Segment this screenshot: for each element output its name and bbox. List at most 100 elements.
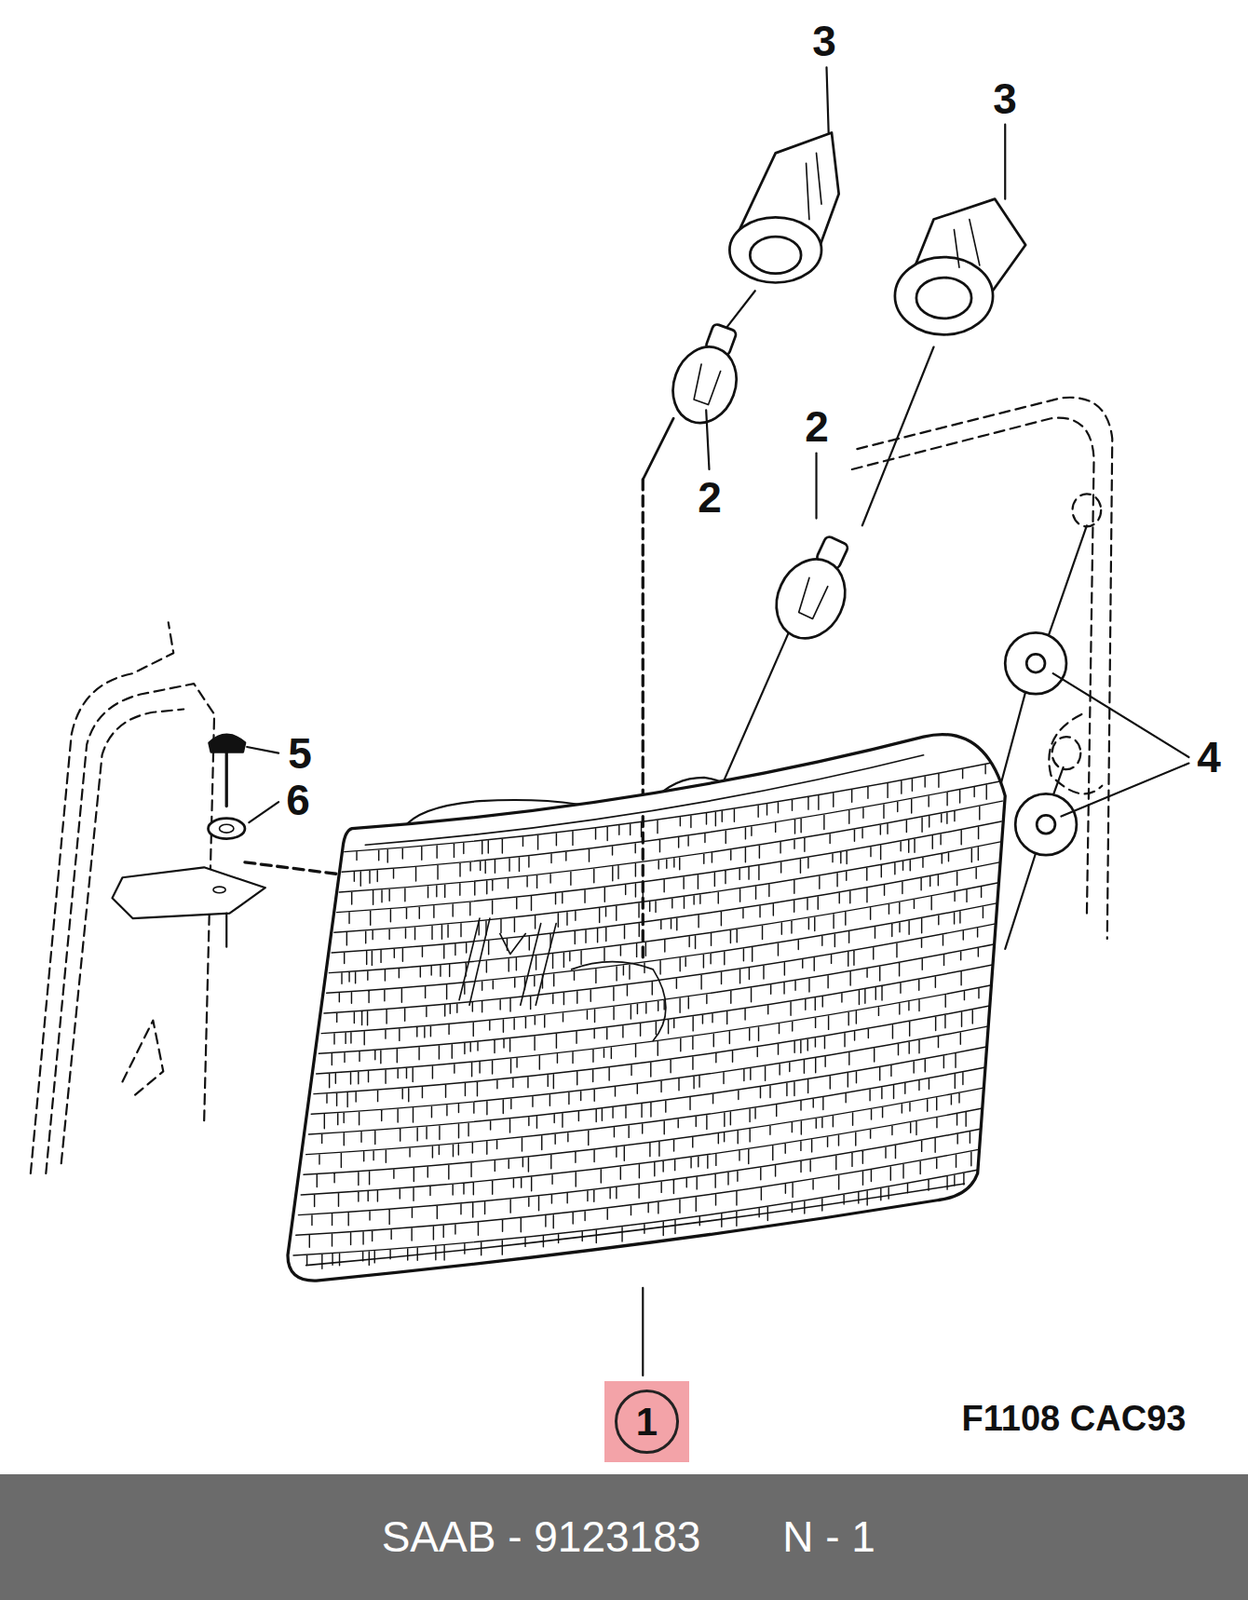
lens-tick: [596, 1230, 597, 1243]
lens-tick: [710, 933, 712, 946]
lens-tick: [700, 975, 702, 990]
lens-tick: [977, 989, 979, 999]
lens-tick: [436, 865, 438, 880]
lens-tick: [688, 936, 690, 948]
lens-tick: [593, 1089, 595, 1101]
lens-tick: [553, 974, 555, 987]
lens-tick: [664, 1121, 665, 1135]
lens-tick: [383, 990, 385, 1002]
lens-tick: [670, 919, 672, 929]
lens-tick: [691, 1057, 693, 1070]
lens-tick: [337, 1113, 339, 1126]
lens-tick: [705, 813, 707, 826]
lens-tick: [769, 1125, 771, 1135]
lens-tick: [686, 1178, 688, 1187]
lens-tick: [793, 1082, 795, 1097]
lens-tick: [521, 1138, 523, 1152]
lens-tick: [472, 1142, 474, 1154]
lens-tick: [965, 890, 967, 903]
lens-tick: [321, 1254, 323, 1269]
lens-tick: [489, 1121, 491, 1130]
lens-tick: [404, 1008, 406, 1021]
lens-tick: [849, 891, 851, 904]
lens-tick: [544, 1216, 546, 1227]
lens-tick: [838, 1175, 840, 1190]
lens-tick: [362, 1232, 364, 1245]
lens-tick: [384, 970, 386, 981]
lens-tick: [358, 1052, 360, 1062]
part-number-text: SAAB - 9123183: [381, 1515, 702, 1559]
lens-tick: [494, 860, 496, 874]
lens-tick: [864, 990, 866, 1004]
lens-tick: [430, 1026, 432, 1037]
lens-tick: [909, 1123, 911, 1134]
lens-tick: [964, 1112, 966, 1127]
lens-tick: [527, 1077, 529, 1088]
lens-tick: [578, 1112, 580, 1122]
lens-tick: [342, 1112, 344, 1123]
lens-tick: [830, 954, 832, 964]
lens-tick: [610, 1047, 612, 1059]
lens-tick: [769, 1085, 771, 1099]
lens-tick: [706, 1155, 708, 1169]
lens-tick: [718, 892, 719, 904]
lens-tick: [343, 1133, 345, 1146]
lens-tick: [429, 1186, 431, 1195]
lens-tick: [449, 1004, 451, 1015]
lens-rib: [308, 1045, 991, 1135]
lens-tick: [813, 917, 815, 931]
lens-tick: [780, 862, 782, 873]
lens-tick: [766, 804, 768, 815]
lens-tick: [638, 923, 640, 937]
lens-tick: [451, 1044, 453, 1059]
lens-tick: [779, 842, 781, 854]
lens-tick: [328, 1073, 330, 1088]
callout-number: 5: [287, 732, 312, 775]
callout-number: 3: [812, 19, 837, 63]
lens-tick: [950, 1095, 952, 1105]
lens-tick: [724, 870, 726, 883]
lens-tick: [898, 902, 900, 914]
lens-tick: [822, 1097, 824, 1110]
lens-tick: [875, 988, 877, 1001]
lens-tick: [586, 1191, 588, 1202]
lens-tick: [788, 1062, 790, 1072]
lens-tick: [486, 1101, 488, 1115]
lens-tick: [593, 1030, 595, 1039]
lens-tick: [321, 1134, 323, 1143]
lens-tick: [628, 964, 630, 979]
lens-tick: [742, 908, 744, 919]
lens-tick: [729, 1031, 731, 1045]
lens-tick: [960, 972, 962, 986]
lens-tick: [419, 907, 421, 919]
lens-tick: [818, 876, 820, 889]
lens-tick: [807, 797, 809, 810]
lens-tick: [821, 936, 823, 946]
lens-tick: [730, 1112, 732, 1126]
lens-tick: [339, 1253, 340, 1266]
lens-tick: [954, 1054, 956, 1069]
lens-tick: [325, 1094, 327, 1103]
lens-tick: [557, 1234, 559, 1244]
lens-tick: [501, 1220, 503, 1232]
lens-rib: [300, 1107, 989, 1195]
lens-tick: [520, 1218, 522, 1232]
lens-tick: [336, 1093, 338, 1106]
lens-tick: [673, 1180, 675, 1194]
lens-rib: [293, 1168, 986, 1256]
lens-tick: [698, 1076, 700, 1088]
lens-tick: [854, 1132, 856, 1146]
lens-tick: [679, 817, 681, 827]
lens-tick: [886, 783, 888, 798]
lens-tick: [608, 1068, 610, 1081]
lens-tick: [595, 828, 597, 840]
lens-tick: [645, 1003, 647, 1014]
lens-tick: [452, 904, 454, 917]
lens-tick: [847, 951, 849, 966]
lens-tick: [695, 1197, 697, 1212]
lens-tick: [524, 1237, 526, 1247]
lens-tick: [366, 1011, 368, 1026]
lens-tick: [774, 823, 776, 833]
lens-tick: [556, 1054, 558, 1064]
lens-tick: [435, 845, 437, 858]
